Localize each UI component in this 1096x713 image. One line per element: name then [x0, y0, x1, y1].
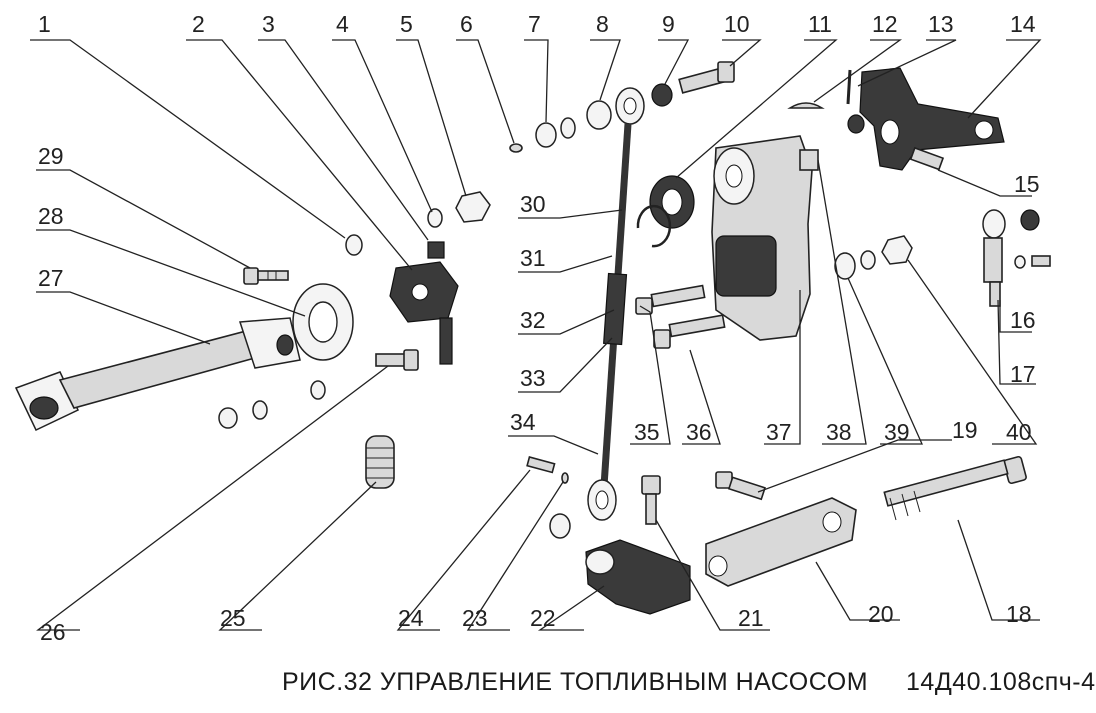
callout-38: 38 [826, 419, 852, 445]
part-washer-a [218, 407, 238, 429]
callout-29: 29 [38, 143, 64, 169]
callout-20: 20 [868, 601, 894, 627]
part-36-bolt [653, 314, 726, 349]
callout-17: 17 [1010, 361, 1036, 387]
part-3-washer [427, 208, 443, 228]
callout-31: 31 [520, 245, 546, 271]
part-nut-e [847, 114, 865, 134]
part-30-34-rod [587, 87, 645, 521]
part-16-eye-bolt [982, 209, 1006, 307]
part-washer-g [1020, 209, 1040, 231]
part-washer-b [252, 400, 268, 420]
callout-21: 21 [738, 605, 764, 631]
callout-14: 14 [1010, 11, 1036, 37]
part-screw [439, 317, 453, 365]
callout-39: 39 [884, 419, 910, 445]
callout-37: 37 [766, 419, 792, 445]
part-19-bolt [715, 471, 766, 501]
part-37-housing [711, 135, 819, 341]
part-28-gasket [292, 283, 354, 361]
callout-3: 3 [262, 11, 275, 37]
callout-28: 28 [38, 203, 64, 229]
part-20-lever [705, 497, 857, 587]
callout-15: 15 [1014, 171, 1040, 197]
callout-35: 35 [634, 419, 660, 445]
part-21-bolt [641, 475, 661, 525]
part-washer-j [549, 513, 571, 539]
callout-36: 36 [686, 419, 712, 445]
part-27-pipe [14, 317, 301, 431]
part-11-bearing [649, 175, 695, 229]
part-1-washer [345, 234, 363, 256]
callout-2: 2 [192, 11, 205, 37]
callout-25: 25 [220, 605, 246, 631]
callout-24: 24 [398, 605, 424, 631]
part-washer-c [310, 380, 326, 400]
callout-11: 11 [808, 11, 832, 37]
part-15-bolt [909, 146, 945, 171]
part-6-pin [509, 143, 523, 153]
callout-32: 32 [520, 307, 546, 333]
callout-13: 13 [928, 11, 954, 37]
callout-16: 16 [1010, 307, 1036, 333]
callout-26: 26 [40, 619, 66, 645]
exploded-parts-diagram: 1 2 3 4 5 6 7 8 9 10 11 12 13 14 29 28 2… [14, 11, 1051, 645]
caption-title: РИС.32 УПРАВЛЕНИЕ ТОПЛИВНЫМ НАСОСОМ [282, 668, 869, 696]
callout-33: 33 [520, 365, 546, 391]
part-22-lever [585, 539, 691, 615]
part-18-bolt [883, 455, 1027, 521]
part-washer-h [1014, 255, 1026, 269]
callout-40: 40 [1006, 419, 1032, 445]
callout-23: 23 [462, 605, 488, 631]
part-13-pin [846, 69, 852, 105]
part-26-bolt [375, 349, 419, 371]
callout-4: 4 [336, 11, 349, 37]
part-12-key [787, 102, 825, 109]
callout-6: 6 [460, 11, 473, 37]
part-9-bearing [651, 83, 673, 107]
part-8-washer [586, 100, 612, 130]
callout-9: 9 [662, 11, 675, 37]
part-4-nut [427, 241, 445, 259]
callout-10: 10 [724, 11, 750, 37]
callout-22: 22 [530, 605, 556, 631]
callout-18: 18 [1006, 601, 1032, 627]
part-25-spring [365, 435, 395, 489]
callout-30: 30 [520, 191, 546, 217]
part-washer-f [860, 250, 876, 270]
part-40-nut [881, 235, 913, 265]
callout-1: 1 [38, 11, 51, 37]
callout-numbers: 1 2 3 4 5 6 7 8 9 10 11 12 13 14 29 28 2… [38, 11, 1040, 645]
part-washer-d [560, 117, 576, 139]
callout-8: 8 [596, 11, 609, 37]
callout-34: 34 [510, 409, 536, 435]
leader-lines [30, 39, 1042, 631]
callout-19: 19 [952, 417, 978, 443]
part-screw-i [1031, 255, 1051, 267]
callout-5: 5 [400, 11, 413, 37]
part-35-bolt [635, 284, 706, 315]
part-29-bolt [243, 267, 289, 285]
part-snap-ring [636, 204, 672, 248]
part-5-nut [455, 191, 491, 223]
part-7-nut [535, 122, 557, 148]
callout-7: 7 [528, 11, 541, 37]
part-24-screw [526, 456, 556, 474]
part-23-pin [561, 472, 569, 484]
figure-caption: РИС.32 УПРАВЛЕНИЕ ТОПЛИВНЫМ НАСОСОМ 14Д40… [282, 668, 1096, 697]
part-39-washer [834, 252, 856, 280]
part-2-bracket [389, 261, 459, 323]
callout-27: 27 [38, 265, 64, 291]
part-10-bolt [678, 61, 735, 94]
callout-12: 12 [872, 11, 898, 37]
caption-code: 14Д40.108спч-4 [906, 668, 1096, 696]
